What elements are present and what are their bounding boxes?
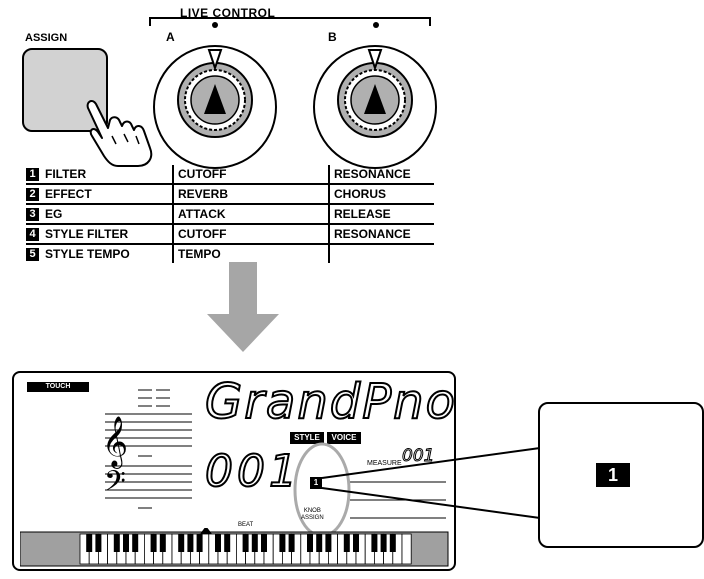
black-key [288, 534, 295, 552]
assign-number: 2 [26, 188, 39, 202]
measure-value: 001 [401, 446, 435, 467]
black-key [123, 534, 129, 552]
table-row: 1 FILTER CUTOFF RESONANCE [26, 165, 434, 185]
black-key [261, 534, 267, 552]
white-key [401, 533, 412, 565]
svg-text:𝄢: 𝄢 [104, 465, 126, 505]
black-key [242, 534, 249, 552]
knob-a-function: ATTACK [172, 204, 329, 225]
keyboard-strip [20, 528, 449, 567]
assign-number: 3 [26, 208, 39, 222]
assign-name: EG [45, 206, 63, 221]
knob-b-function: RELEASE [328, 204, 434, 225]
measure-label: MEASURE [367, 460, 402, 467]
knob-a-function: TEMPO [172, 244, 329, 263]
black-key [380, 534, 387, 552]
knob-a-function: CUTOFF [172, 165, 329, 185]
table-row: 3 EG ATTACK RELEASE [26, 204, 434, 225]
knob-a-label: A [166, 30, 175, 44]
black-key [196, 534, 203, 552]
table-row: 4 STYLE FILTER CUTOFF RESONANCE [26, 224, 434, 245]
black-key [150, 534, 157, 552]
knob-assign-label-line2: ASSIGN [301, 515, 324, 521]
beat-label: BEAT [238, 522, 254, 528]
knob-a-function: CUTOFF [172, 224, 329, 245]
black-key [159, 534, 166, 552]
knob-b-function: RESONANCE [328, 224, 434, 245]
knob-b-label: B [328, 30, 337, 44]
knob-b-function: RESONANCE [328, 165, 434, 185]
voice-indicator: VOICE [327, 432, 361, 444]
black-key [215, 534, 221, 552]
live-control-title: LIVE CONTROL [180, 6, 276, 20]
assign-name: EFFECT [45, 186, 92, 201]
assign-name: FILTER [45, 166, 87, 181]
black-key [187, 534, 194, 552]
black-key [251, 534, 258, 552]
assign-number: 5 [26, 248, 39, 262]
knob-b[interactable] [310, 42, 440, 172]
black-key [86, 534, 93, 552]
knob-b-function [328, 244, 434, 263]
assign-name: STYLE TEMPO [45, 246, 130, 261]
music-staff: 𝄞 𝄢 [102, 389, 192, 509]
black-key [224, 534, 231, 552]
black-key [353, 534, 359, 552]
black-key [325, 534, 332, 552]
number-display: 001 [204, 445, 301, 498]
knob-a[interactable] [150, 42, 280, 172]
black-key [279, 534, 286, 552]
down-arrow-icon [207, 262, 279, 352]
table-row: 5 STYLE TEMPO TEMPO [26, 244, 434, 263]
voice-name-display: GrandPno [204, 373, 457, 431]
touch-indicator: TOUCH [27, 382, 89, 392]
assign-number: 1 [26, 168, 39, 182]
assign-name: STYLE FILTER [45, 226, 129, 241]
assign-label: ASSIGN [25, 32, 68, 44]
black-key [113, 534, 120, 552]
style-indicator: STYLE [290, 432, 324, 444]
table-row: 2 EFFECT REVERB CHORUS [26, 184, 434, 205]
knob-b-function: CHORUS [328, 184, 434, 205]
black-key [307, 534, 313, 552]
knob-assign-number-indicator: 1 [310, 477, 322, 489]
callout-assign-number: 1 [596, 463, 630, 487]
black-key [389, 534, 396, 552]
black-key [343, 534, 350, 552]
assign-number: 4 [26, 228, 39, 242]
black-key [316, 534, 323, 552]
knob-assign-label-line1: KNOB [303, 508, 321, 514]
knob-assign-label: KNOB ASSIGN [301, 508, 324, 522]
black-key [132, 534, 139, 552]
hand-press-icon [86, 100, 153, 167]
display-lines [350, 481, 446, 519]
svg-text:𝄞: 𝄞 [102, 416, 128, 469]
black-key [178, 534, 185, 552]
black-key [95, 534, 102, 552]
black-key [371, 534, 378, 552]
knob-assign-table: 1 FILTER CUTOFF RESONANCE 2 EFFECT REVERB … [26, 165, 434, 263]
knob-a-function: REVERB [172, 184, 329, 205]
